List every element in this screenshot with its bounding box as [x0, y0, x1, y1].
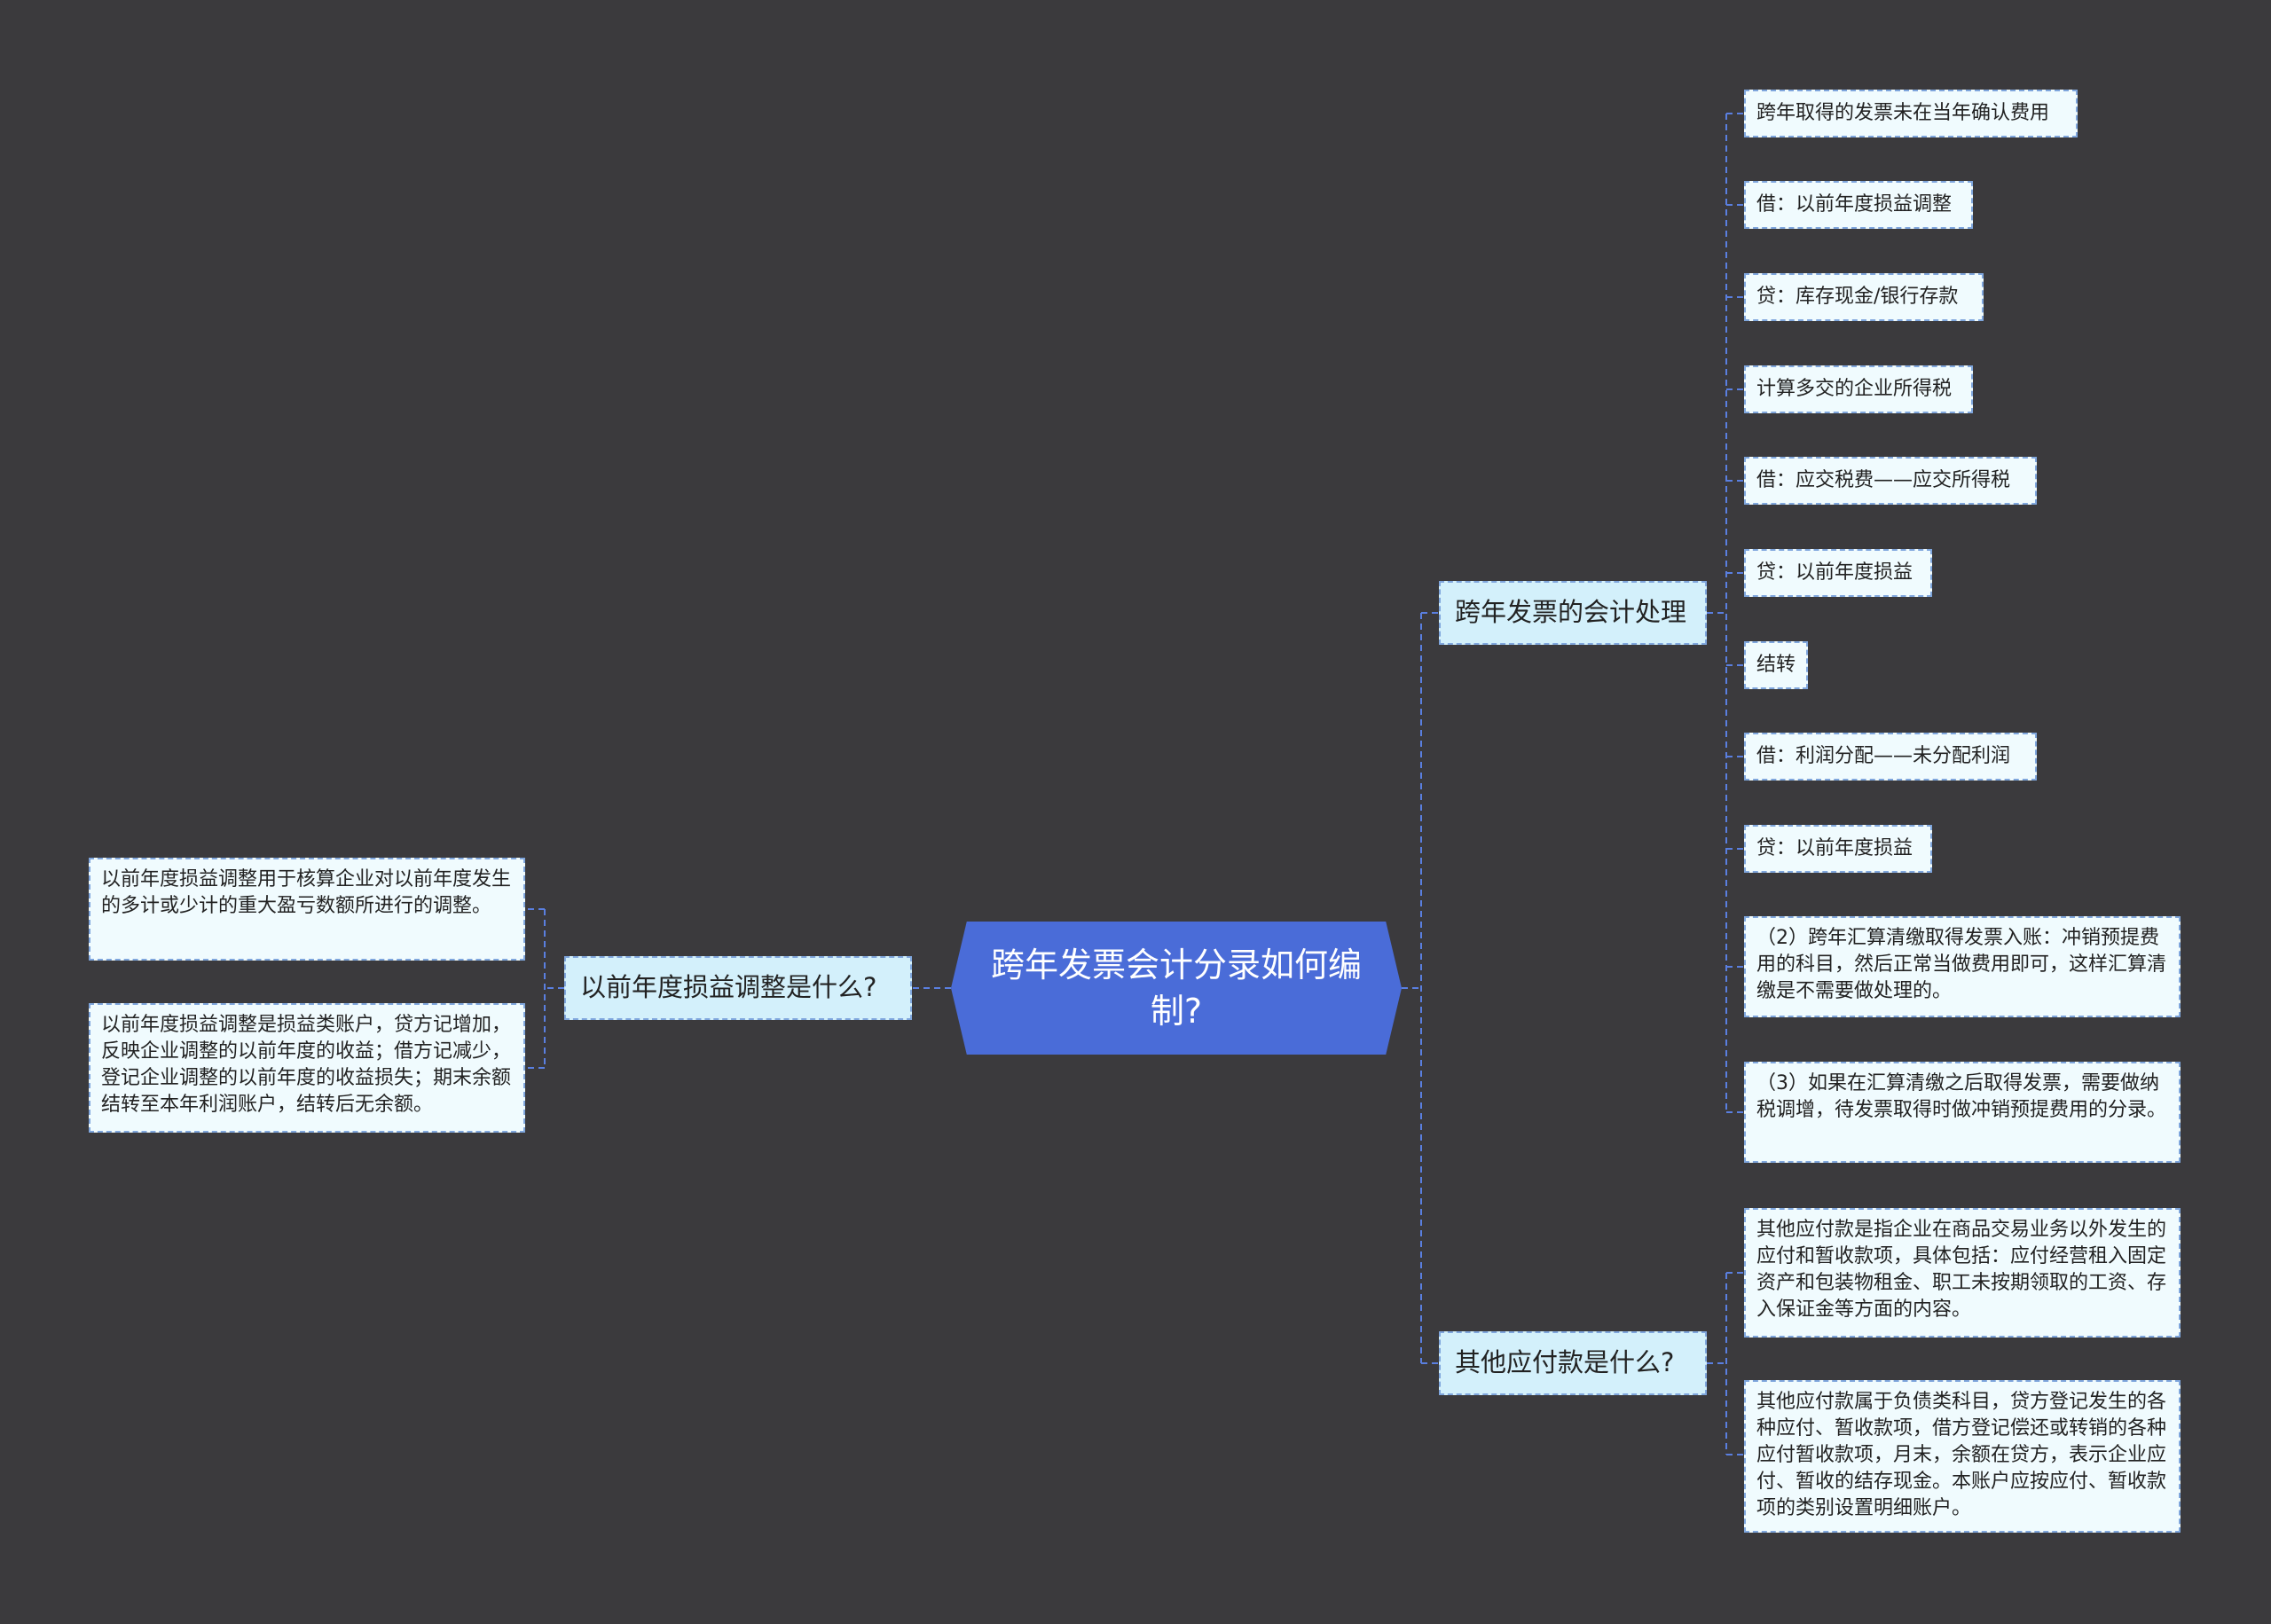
accounting-item[interactable]: （3）如果在汇算清缴之后取得发票，需要做纳税调增，待发票取得时做冲销预提费用的分…: [1744, 1062, 2181, 1163]
other-payables-item-text: 其他应付款是指企业在商品交易业务以外发生的应付和暂收款项，具体包括：应付经营租入…: [1756, 1219, 2167, 1321]
branch-prior-year-adjustment[interactable]: 以前年度损益调整是什么?: [564, 956, 912, 1020]
branch-accounting-label: 跨年发票的会计处理: [1455, 597, 1687, 627]
accounting-item[interactable]: 借：以前年度损益调整: [1744, 181, 1973, 229]
accounting-item-text: 计算多交的企业所得税: [1756, 378, 1953, 400]
accounting-item[interactable]: 跨年取得的发票未在当年确认费用: [1744, 90, 2078, 137]
accounting-item[interactable]: 借：利润分配——未分配利润: [1744, 733, 2037, 781]
branch-other-payables[interactable]: 其他应付款是什么?: [1439, 1331, 1707, 1395]
accounting-item-text: 结转: [1756, 654, 1796, 676]
accounting-item-text: 借：应交税费——应交所得税: [1756, 469, 2011, 491]
accounting-item-text: 贷：以前年度损益: [1756, 561, 1913, 584]
accounting-item-text: 借：以前年度损益调整: [1756, 193, 1953, 216]
accounting-item-text: 借：利润分配——未分配利润: [1756, 745, 2011, 767]
accounting-item-text: 贷：库存现金/银行存款: [1756, 286, 1959, 308]
accounting-item[interactable]: 贷：以前年度损益: [1744, 549, 1932, 597]
prior-year-item-text: 以前年度损益调整用于核算企业对以前年度发生的多计或少计的重大盈亏数额所进行的调整…: [101, 868, 512, 917]
other-payables-item[interactable]: 其他应付款属于负债类科目，贷方登记发生的各种应付、暂收款项，借方登记偿还或转销的…: [1744, 1380, 2181, 1533]
accounting-item[interactable]: 贷：以前年度损益: [1744, 825, 1932, 873]
accounting-item[interactable]: 借：应交税费——应交所得税: [1744, 457, 2037, 505]
branch-other-payables-label: 其他应付款是什么?: [1455, 1347, 1675, 1377]
other-payables-item-text: 其他应付款属于负债类科目，贷方登记发生的各种应付、暂收款项，借方登记偿还或转销的…: [1756, 1391, 2167, 1519]
accounting-item-text: （2）跨年汇算清缴取得发票入账：冲销预提费用的科目，然后正常当做费用即可，这样汇…: [1756, 927, 2167, 1002]
root-topic[interactable]: 跨年发票会计分录如何编制?: [951, 922, 1402, 1055]
prior-year-item-text: 以前年度损益调整是损益类账户，贷方记增加，反映企业调整的以前年度的收益；借方记减…: [101, 1014, 512, 1116]
branch-prior-year-label: 以前年度损益调整是什么?: [580, 972, 877, 1002]
accounting-item[interactable]: 结转: [1744, 641, 1808, 689]
accounting-item-text: 跨年取得的发票未在当年确认费用: [1756, 102, 2050, 124]
other-payables-item[interactable]: 其他应付款是指企业在商品交易业务以外发生的应付和暂收款项，具体包括：应付经营租入…: [1744, 1208, 2181, 1338]
prior-year-item[interactable]: 以前年度损益调整是损益类账户，贷方记增加，反映企业调整的以前年度的收益；借方记减…: [89, 1003, 525, 1133]
branch-accounting[interactable]: 跨年发票的会计处理: [1439, 581, 1707, 645]
accounting-item[interactable]: 计算多交的企业所得税: [1744, 365, 1973, 413]
accounting-item-text: （3）如果在汇算清缴之后取得发票，需要做纳税调增，待发票取得时做冲销预提费用的分…: [1756, 1072, 2167, 1121]
accounting-item[interactable]: （2）跨年汇算清缴取得发票入账：冲销预提费用的科目，然后正常当做费用即可，这样汇…: [1744, 916, 2181, 1017]
accounting-item[interactable]: 贷：库存现金/银行存款: [1744, 273, 1984, 321]
accounting-item-text: 贷：以前年度损益: [1756, 837, 1913, 859]
prior-year-item[interactable]: 以前年度损益调整用于核算企业对以前年度发生的多计或少计的重大盈亏数额所进行的调整…: [89, 858, 525, 961]
root-topic-label: 跨年发票会计分录如何编制?: [990, 945, 1362, 1031]
